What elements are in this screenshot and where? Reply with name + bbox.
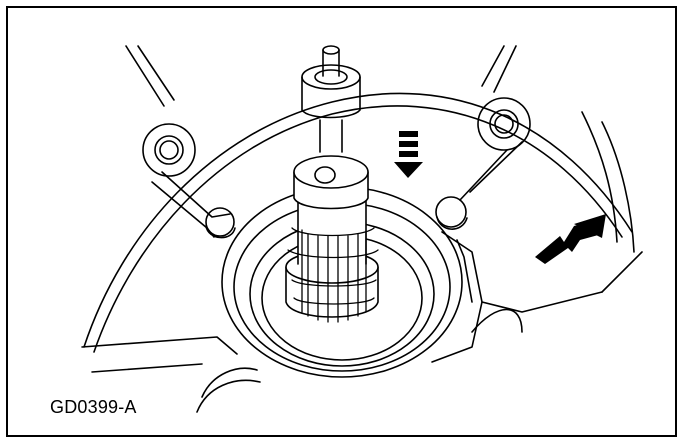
bolt-boss-right xyxy=(477,97,531,151)
bolt-boss-left xyxy=(142,123,196,177)
lower-mount xyxy=(196,308,523,413)
transmission-case-illustration xyxy=(81,45,643,413)
case-pads xyxy=(205,196,468,239)
large-diagonal-arrow-icon xyxy=(535,214,606,264)
shaft-splines xyxy=(287,227,379,323)
figure-id-label: GD0399-A xyxy=(50,397,137,417)
output-shaft xyxy=(285,155,379,318)
locating-pin xyxy=(301,45,361,153)
case-outer-flange xyxy=(83,45,635,353)
dashed-down-arrow-icon xyxy=(394,131,423,178)
figure-frame: GD0399-A xyxy=(6,6,677,437)
